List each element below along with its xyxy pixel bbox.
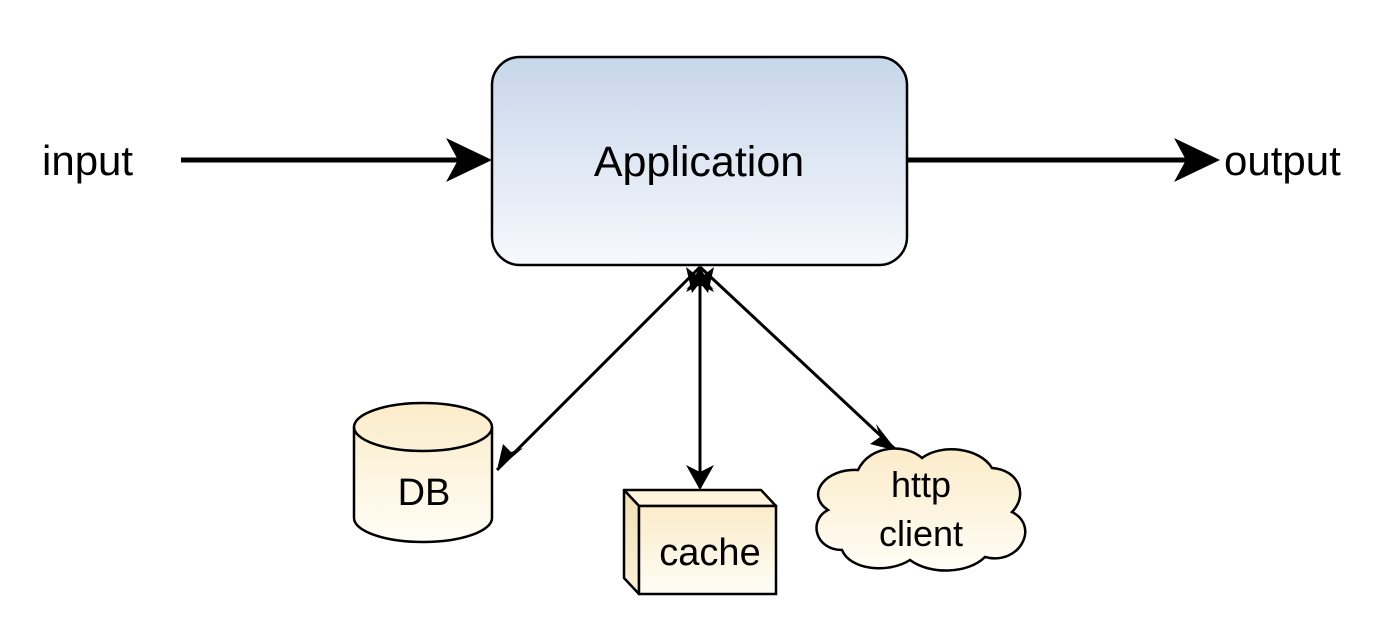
- http-client-node: http client: [815, 447, 1027, 572]
- output-label: output: [1224, 137, 1341, 184]
- application-label: Application: [594, 138, 804, 186]
- cloud-shape: [815, 447, 1027, 572]
- application-node: Application: [490, 55, 909, 267]
- cache-label: cache: [659, 532, 760, 574]
- db-label: DB: [398, 472, 451, 514]
- db-node: DB: [352, 401, 494, 544]
- db-cylinder: [352, 401, 494, 544]
- input-label: input: [42, 137, 133, 184]
- cache-node: cache: [622, 488, 778, 596]
- cache-box: [637, 504, 778, 596]
- cache-connector: [686, 267, 714, 490]
- output-arrow: [908, 138, 1220, 182]
- db-connector: [495, 265, 714, 472]
- http-connector: [686, 265, 898, 452]
- http-client-label-line2: client: [879, 513, 963, 554]
- application-box: [490, 55, 909, 267]
- input-arrow: [181, 138, 492, 182]
- http-client-label-line1: http: [891, 464, 951, 505]
